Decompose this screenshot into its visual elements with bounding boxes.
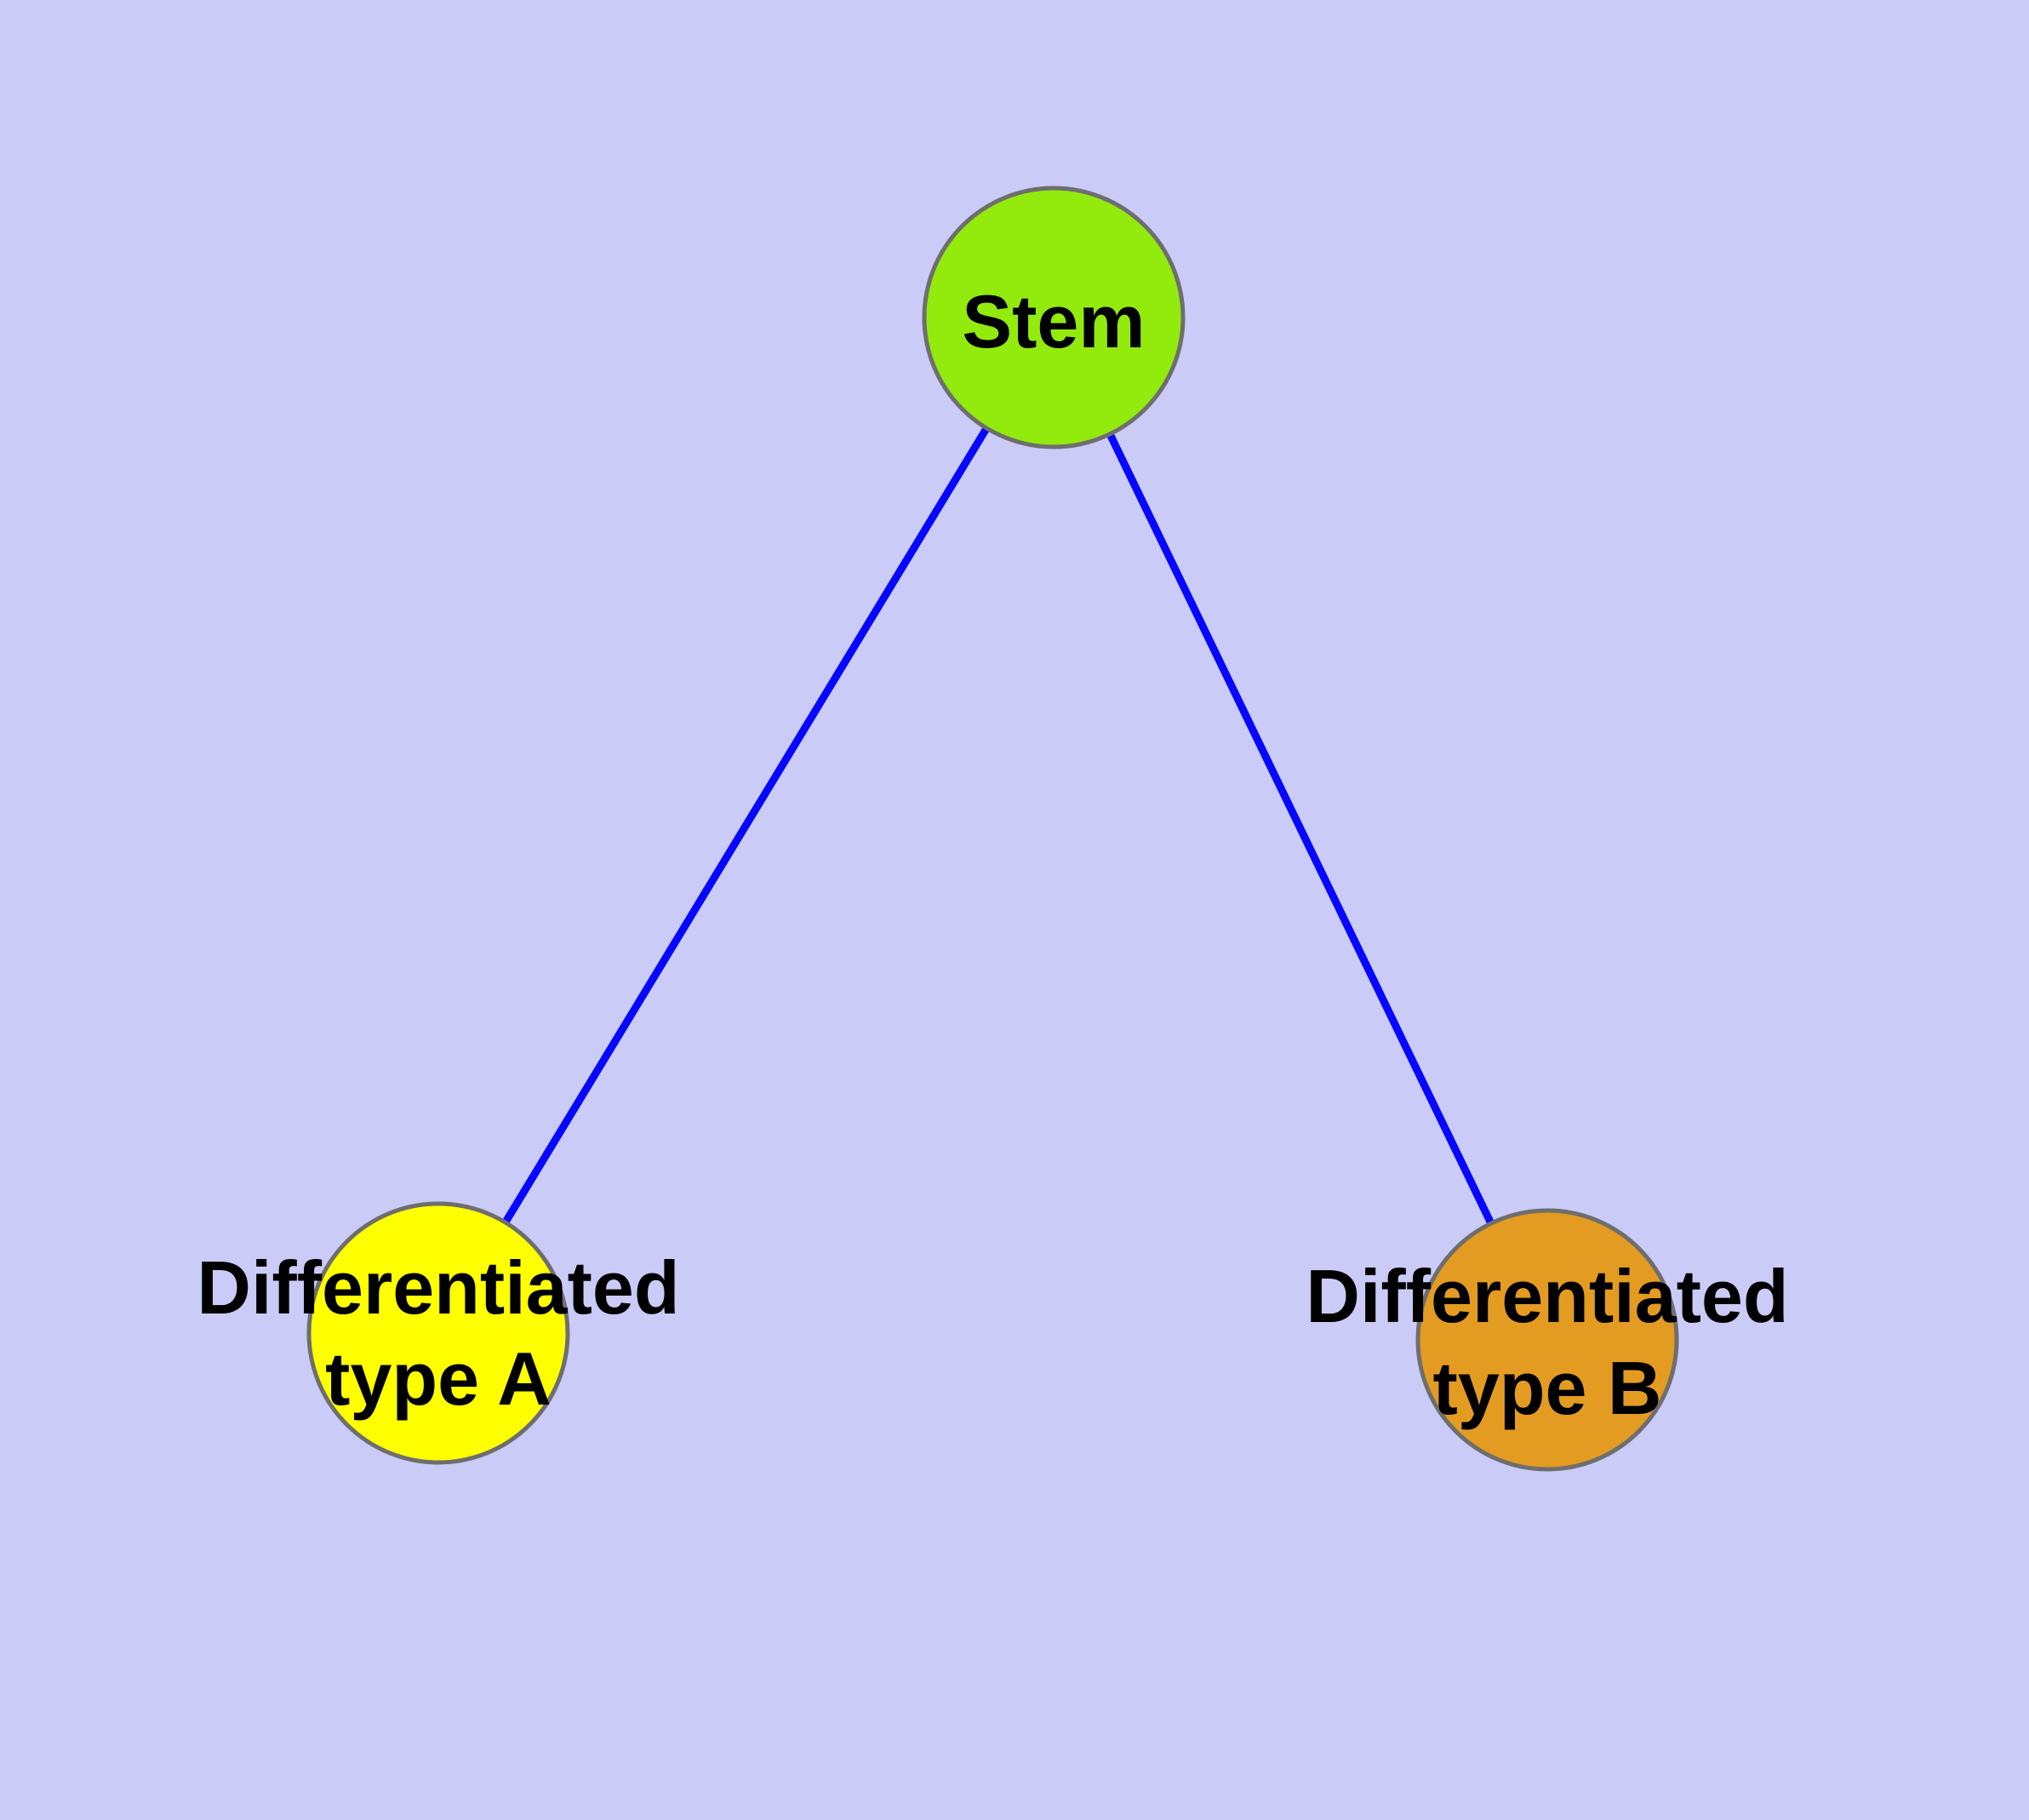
edge-stem-to-type-a <box>435 315 1057 1336</box>
edge-stem-to-type-b <box>1049 316 1552 1342</box>
node-type-a-label-line-1: Differentiated <box>197 1245 679 1330</box>
node-stem-circle <box>922 186 1186 449</box>
node-type-b-circle <box>1415 1208 1679 1472</box>
node-type-b-label-line-2: type B <box>1433 1346 1662 1430</box>
node-type-b-label-line-1: Differentiated <box>1306 1254 1788 1338</box>
node-type-a-label-line-2: type A <box>325 1336 552 1421</box>
node-stem-label: Stem <box>962 279 1145 363</box>
node-type-a-circle <box>306 1201 570 1465</box>
